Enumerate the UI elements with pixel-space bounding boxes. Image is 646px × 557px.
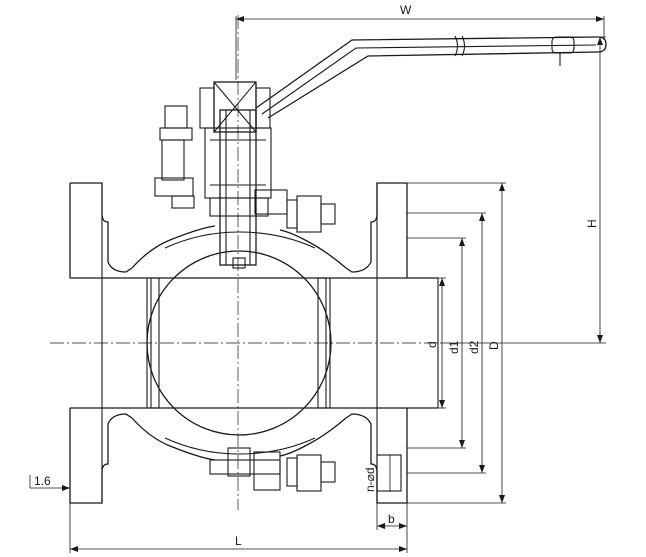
dim-label-W: W — [400, 3, 412, 17]
roughness-label: 1.6 — [34, 474, 51, 488]
dimension-W: W — [235, 3, 605, 80]
dim-label-d2: d2 — [467, 340, 481, 354]
dim-label-b: b — [388, 512, 395, 526]
dimension-d1: d1 — [407, 237, 466, 449]
dimension-H: H — [440, 36, 606, 344]
dim-label-d: d — [425, 341, 439, 348]
dimension-L: L — [69, 503, 408, 553]
dimension-d: d — [425, 277, 446, 409]
dim-label-n-od: n-⌀d — [363, 467, 377, 492]
lever-handle — [255, 35, 607, 119]
dimension-d2: d2 — [407, 212, 486, 474]
dimension-b: b — [376, 503, 408, 530]
dim-label-L: L — [235, 534, 242, 548]
dim-label-d1: d1 — [447, 340, 461, 354]
dimension-D: D — [407, 182, 506, 504]
valve-body — [69, 182, 439, 504]
center-lines — [50, 15, 440, 510]
dimension-bolt-holes: n-⌀d — [363, 454, 402, 492]
dim-label-D: D — [487, 341, 501, 350]
dim-label-H: H — [585, 219, 599, 228]
surface-roughness: 1.6 — [29, 474, 70, 491]
stem-assembly — [154, 81, 336, 492]
